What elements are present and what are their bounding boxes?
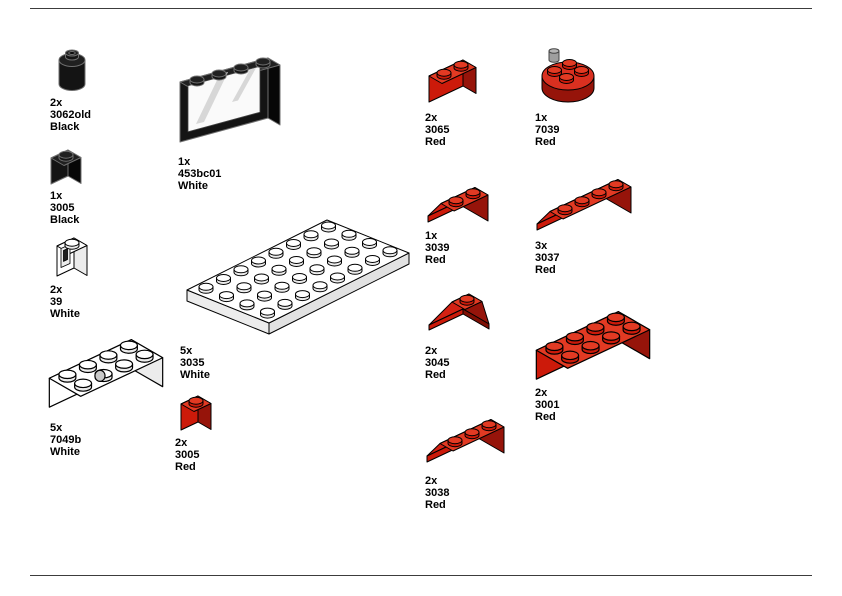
part-label: 1x 7039 Red xyxy=(535,112,559,148)
part-qty: 1x xyxy=(50,190,63,202)
part-qty: 1x xyxy=(178,156,191,168)
part-qty: 3x xyxy=(535,240,548,252)
part-qty: 1x xyxy=(425,230,438,242)
part-number: 3045 xyxy=(425,357,450,369)
part-label: 1x 3039 Red xyxy=(425,230,449,266)
part-color: Red xyxy=(425,499,446,511)
part-qty: 1x xyxy=(535,112,548,124)
part-qty: 2x xyxy=(425,112,438,124)
part-number: 3035 xyxy=(180,357,205,369)
part-qty: 2x xyxy=(535,387,548,399)
part-label: 5x 7049b White xyxy=(50,422,81,458)
top-rule xyxy=(30,8,812,9)
part-number: 7049b xyxy=(50,434,82,446)
part-number: 3062old xyxy=(50,109,91,121)
part-color: Black xyxy=(50,214,80,226)
part-3005-red-image xyxy=(180,395,212,431)
bottom-rule xyxy=(30,575,812,576)
part-3035-image xyxy=(186,219,410,335)
part-3039-image xyxy=(427,187,489,223)
part-label: 2x 3065 Red xyxy=(425,112,449,148)
part-color: Red xyxy=(535,264,556,276)
part-39-image xyxy=(56,237,88,277)
part-qty: 2x xyxy=(425,345,438,357)
part-3005-black-image xyxy=(50,149,82,185)
part-qty: 2x xyxy=(175,437,188,449)
part-color: Red xyxy=(425,254,446,266)
part-number: 3005 xyxy=(175,449,200,461)
part-label: 3x 3037 Red xyxy=(535,240,559,276)
part-453bc01-image xyxy=(179,57,281,143)
part-qty: 5x xyxy=(180,345,193,357)
part-number: 3005 xyxy=(50,202,75,214)
part-color: Red xyxy=(535,136,556,148)
part-color: White xyxy=(50,446,80,458)
part-label: 2x 39 White xyxy=(50,284,80,320)
part-color: Red xyxy=(535,411,556,423)
part-color: White xyxy=(178,180,208,192)
part-3062old-image xyxy=(58,49,86,91)
part-color: Red xyxy=(425,369,446,381)
part-qty: 2x xyxy=(50,97,63,109)
part-label: 1x 3005 Black xyxy=(50,190,79,226)
part-number: 3039 xyxy=(425,242,450,254)
part-number: 7039 xyxy=(535,124,560,136)
part-3037-image xyxy=(536,179,632,231)
part-qty: 5x xyxy=(50,422,63,434)
part-qty: 2x xyxy=(50,284,63,296)
part-3065-image xyxy=(428,59,477,103)
part-label: 2x 3045 Red xyxy=(425,345,449,381)
part-qty: 2x xyxy=(425,475,438,487)
part-color: White xyxy=(180,369,210,381)
part-color: White xyxy=(50,308,80,320)
part-label: 2x 3062old Black xyxy=(50,97,91,133)
part-number: 3001 xyxy=(535,399,560,411)
part-label: 1x 453bc01 White xyxy=(178,156,221,192)
part-color: Red xyxy=(175,461,196,473)
part-3001-image xyxy=(535,311,651,380)
part-label: 2x 3001 Red xyxy=(535,387,559,423)
part-color: Red xyxy=(425,136,446,148)
part-color: Black xyxy=(50,121,80,133)
part-label: 2x 3005 Red xyxy=(175,437,199,473)
part-label: 2x 3038 Red xyxy=(425,475,449,511)
part-number: 3038 xyxy=(425,487,450,499)
part-label: 5x 3035 White xyxy=(180,345,210,381)
part-number: 3065 xyxy=(425,124,450,136)
part-number: 453bc01 xyxy=(178,168,222,180)
part-number: 3037 xyxy=(535,252,560,264)
part-7049b-image xyxy=(48,339,164,408)
part-3045-image xyxy=(428,293,490,331)
part-7039-image xyxy=(541,48,595,103)
part-3038-image xyxy=(426,419,505,463)
part-number: 39 xyxy=(50,296,63,308)
